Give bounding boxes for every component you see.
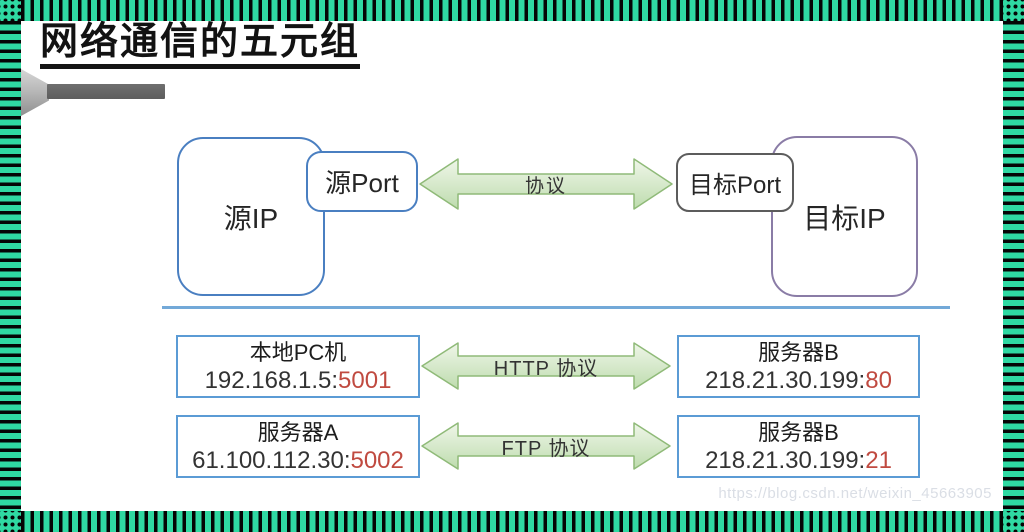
example1-right-box: 服务器B 218.21.30.199:80 (677, 335, 920, 398)
example1-right-ip: 218.21.30.199 (705, 366, 859, 394)
source-ip-label: 源IP (223, 202, 279, 234)
example2-left-ip: 61.100.112.30 (192, 446, 344, 474)
dotted-corner-bottom-right (1003, 511, 1024, 532)
example2-left-address: 61.100.112.30:5002 (192, 446, 404, 475)
dotted-corner-top-left (0, 0, 21, 21)
example1-right-sep: : (858, 366, 866, 394)
striped-border-top (21, 0, 1003, 21)
section-divider-line (162, 306, 950, 309)
dest-port-box: 目标Port (676, 153, 794, 212)
example2-protocol-label: FTP 协议 (501, 437, 591, 460)
example1-left-sep: : (331, 366, 339, 394)
dest-ip-label: 目标IP (803, 202, 886, 234)
example1-left-address: 192.168.1.5:5001 (205, 366, 392, 395)
striped-border-bottom (21, 511, 1003, 532)
example2-left-name: 服务器A (257, 419, 339, 445)
example2-right-name: 服务器B (758, 419, 839, 445)
source-port-label: 源Port (325, 168, 399, 198)
example2-left-port: 5002 (350, 446, 404, 474)
example1-left-ip: 192.168.1.5 (204, 366, 332, 394)
example1-left-box: 本地PC机 192.168.1.5:5001 (176, 335, 420, 398)
example2-right-box: 服务器B 218.21.30.199:21 (677, 415, 920, 478)
double-arrow-icon (421, 342, 671, 390)
page-title: 网络通信的五元组 (40, 21, 361, 69)
example2-right-sep: : (858, 446, 866, 474)
example2-left-box: 服务器A 61.100.112.30:5002 (176, 415, 420, 478)
dest-port-label: 目标Port (688, 172, 781, 199)
example1-right-name: 服务器B (758, 339, 839, 365)
example2-right-address: 218.21.30.199:21 (705, 446, 892, 475)
dest-ip-box: 目标IP (771, 136, 918, 297)
source-ip-box: 源IP (177, 137, 325, 296)
example1-left-name: 本地PC机 (249, 339, 347, 365)
double-arrow-icon (419, 158, 673, 210)
example2-right-ip: 218.21.30.199 (705, 446, 859, 474)
double-arrow-icon (421, 422, 671, 470)
striped-border-left (0, 21, 21, 511)
example2-left-sep: : (343, 446, 351, 474)
example1-protocol-label: HTTP 协议 (493, 357, 599, 380)
protocol-double-arrow: 协议 (419, 158, 673, 210)
example1-right-port: 80 (865, 366, 892, 394)
source-port-box: 源Port (306, 151, 418, 212)
example1-right-address: 218.21.30.199:80 (705, 366, 892, 395)
example1-left-port: 5001 (338, 366, 392, 394)
gray-bar-decoration (47, 84, 165, 99)
example2-right-port: 21 (865, 446, 892, 474)
ftp-double-arrow: FTP 协议 (421, 422, 671, 470)
http-double-arrow: HTTP 协议 (421, 342, 671, 390)
striped-border-right (1003, 21, 1024, 511)
protocol-label: 协议 (524, 175, 567, 197)
dotted-corner-bottom-left (0, 511, 21, 532)
gray-funnel-decoration (21, 69, 49, 116)
dotted-corner-top-right (1003, 0, 1024, 21)
csdn-watermark: https://blog.csdn.net/weixin_45663905 (718, 485, 992, 502)
